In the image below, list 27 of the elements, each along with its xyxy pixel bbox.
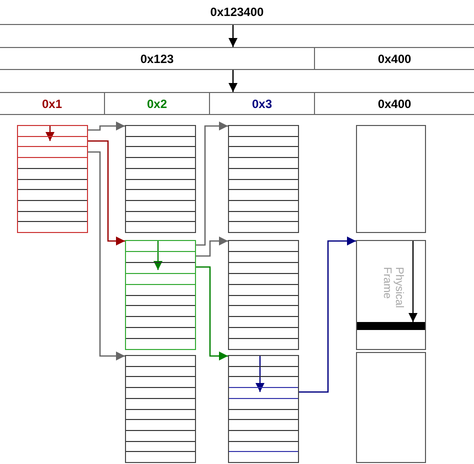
address-segment: 0x400 <box>315 92 474 115</box>
address-segment: 0x3 <box>210 92 315 115</box>
arrow <box>88 151 125 360</box>
page-table <box>125 240 196 350</box>
address-segment: 0x123 <box>0 47 315 70</box>
arrow <box>88 122 125 131</box>
address-segment: 0x2 <box>105 92 210 115</box>
page-table <box>125 125 196 233</box>
arrow <box>88 140 125 246</box>
arrow <box>299 236 356 393</box>
address-value: 0x123400 <box>0 0 474 25</box>
arrow <box>196 236 228 257</box>
physical-frame-box <box>356 240 426 350</box>
page-table <box>228 125 299 233</box>
arrow <box>228 70 238 92</box>
arrow <box>196 266 228 360</box>
arrow <box>196 122 228 246</box>
physical-frame-box <box>356 352 426 463</box>
address-segment: 0x400 <box>315 47 474 70</box>
address-segment: 0x1 <box>0 92 105 115</box>
page-table <box>228 355 299 463</box>
arrow <box>228 25 238 47</box>
page-table <box>125 355 196 463</box>
page-table <box>228 240 299 350</box>
physical-frame-box <box>356 125 426 233</box>
page-table <box>17 125 88 233</box>
frame-label: Physical Frame <box>381 267 405 310</box>
